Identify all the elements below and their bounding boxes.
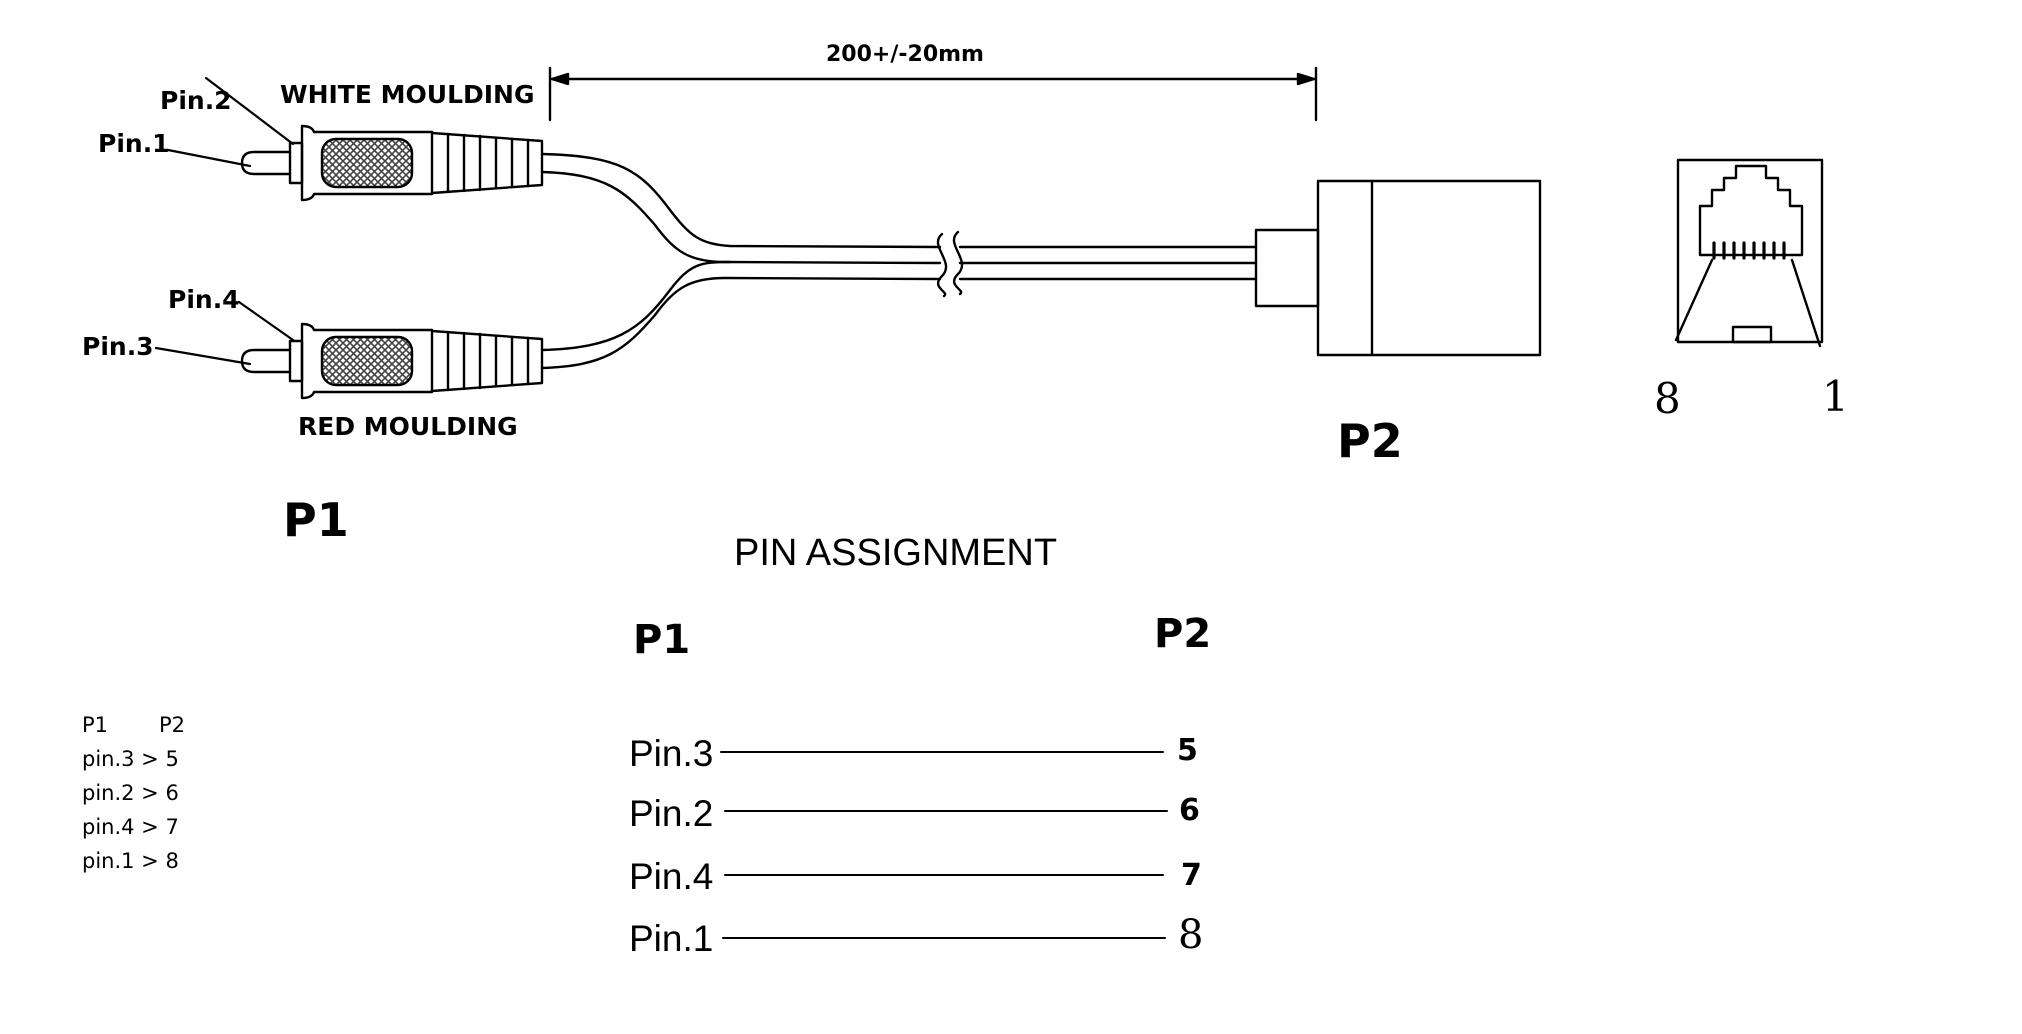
jack-pin-1-label: 1 [1822,372,1849,421]
assignment-to-pin: 7 [1181,858,1202,893]
assignment-col-p2: P2 [1154,611,1212,657]
pin4-label: Pin.4 [168,285,240,314]
assignment-to-pin: 6 [1179,793,1200,828]
cable [540,152,1258,370]
pin-mapping-line: pin.4 > 7 [82,815,179,839]
pin-mapping-line: pin.1 > 8 [82,849,179,873]
assignment-col-p1: P1 [633,617,691,663]
pin-mapping-line: pin.3 > 5 [82,747,179,771]
rca-plug-red [240,322,544,400]
assignment-lines [720,751,1168,939]
p2-connector-label: P2 [1337,414,1403,468]
assignment-from-pin: Pin.1 [629,918,714,959]
red-moulding-label: RED MOULDING [298,412,518,441]
jack-pin-8-label: 8 [1654,374,1681,423]
p1-connector-label: P1 [283,493,349,547]
assignment-from-pin: Pin.2 [629,793,714,834]
p2-connector-body [1254,179,1542,357]
pin-mapping-line: pin.2 > 6 [82,781,179,805]
pin1-label: Pin.1 [98,129,170,158]
p2-jack-face [1674,158,1824,348]
assignment-from-pin: Pin.4 [629,856,714,897]
rca-plug-white [240,124,544,202]
pin-mapping-header-p2: P2 [159,713,186,737]
white-moulding-label: WHITE MOULDING [280,80,535,109]
pin3-label: Pin.3 [82,332,154,361]
pin-assignment-title: PIN ASSIGNMENT [734,532,1058,574]
assignment-to-pin: 8 [1178,912,1204,958]
pin-mapping-header-p1: P1 [82,713,109,737]
assignment-from-pin: Pin.3 [629,733,714,774]
pin-mapping-list: P1 P2 pin.3 > 5 pin.2 > 6 pin.4 > 7 pin.1… [82,708,185,878]
pin-mapping-header: P1 P2 [82,708,185,742]
assignment-to-pin: 5 [1177,733,1198,768]
pin2-label: Pin.2 [160,86,232,115]
dimension-label: 200+/-20mm [826,42,984,67]
dimension-line [548,66,1318,122]
pin-leaders [154,76,295,366]
